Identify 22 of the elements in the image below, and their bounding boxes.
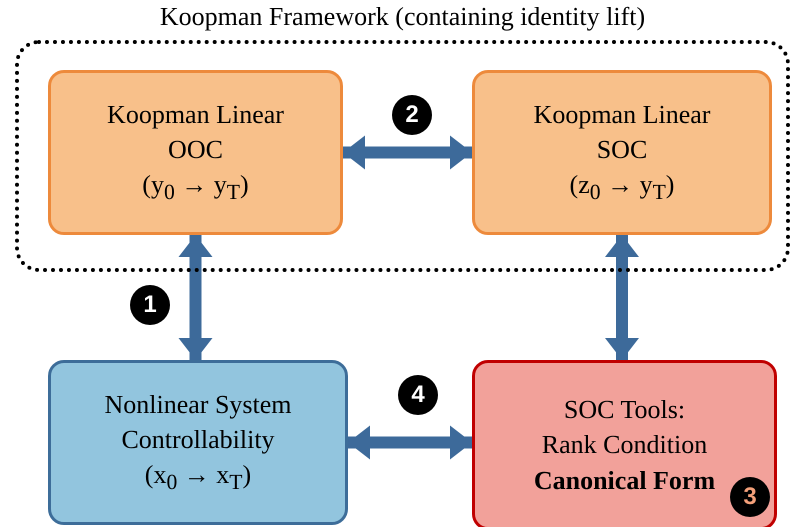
- double-arrow: [178, 235, 212, 360]
- node-text: Canonical Form: [534, 464, 716, 497]
- process-box: [48, 360, 348, 525]
- process-box: [472, 360, 777, 527]
- node-text: (x$_{0}$ → x$_{T}$): [144, 459, 252, 497]
- node-text: (y$_{0}$ → y$_{T}$): [142, 169, 249, 207]
- node-text: SOC Tools:: [564, 394, 686, 426]
- step-number: 3: [730, 477, 770, 517]
- edge-label: 1: [130, 285, 170, 325]
- process-box: [48, 70, 343, 235]
- edge-label: 4: [398, 375, 438, 415]
- double-arrow: [605, 235, 639, 360]
- node-text: Nonlinear System Controllability: [103, 389, 293, 456]
- node-text: Koopman Linear SOC: [532, 99, 712, 166]
- double-arrow: [348, 426, 472, 460]
- edge-label: 2: [392, 95, 432, 135]
- node-text: (z$_{0}$ → y$_{T}$): [570, 169, 674, 207]
- node-text: Rank Condition: [542, 429, 708, 462]
- node-text: Koopman Linear OOC: [106, 99, 285, 166]
- process-box: [472, 70, 772, 235]
- group-title: Koopman Framework (containing identity lift): [160, 2, 646, 32]
- double-arrow: [343, 136, 472, 170]
